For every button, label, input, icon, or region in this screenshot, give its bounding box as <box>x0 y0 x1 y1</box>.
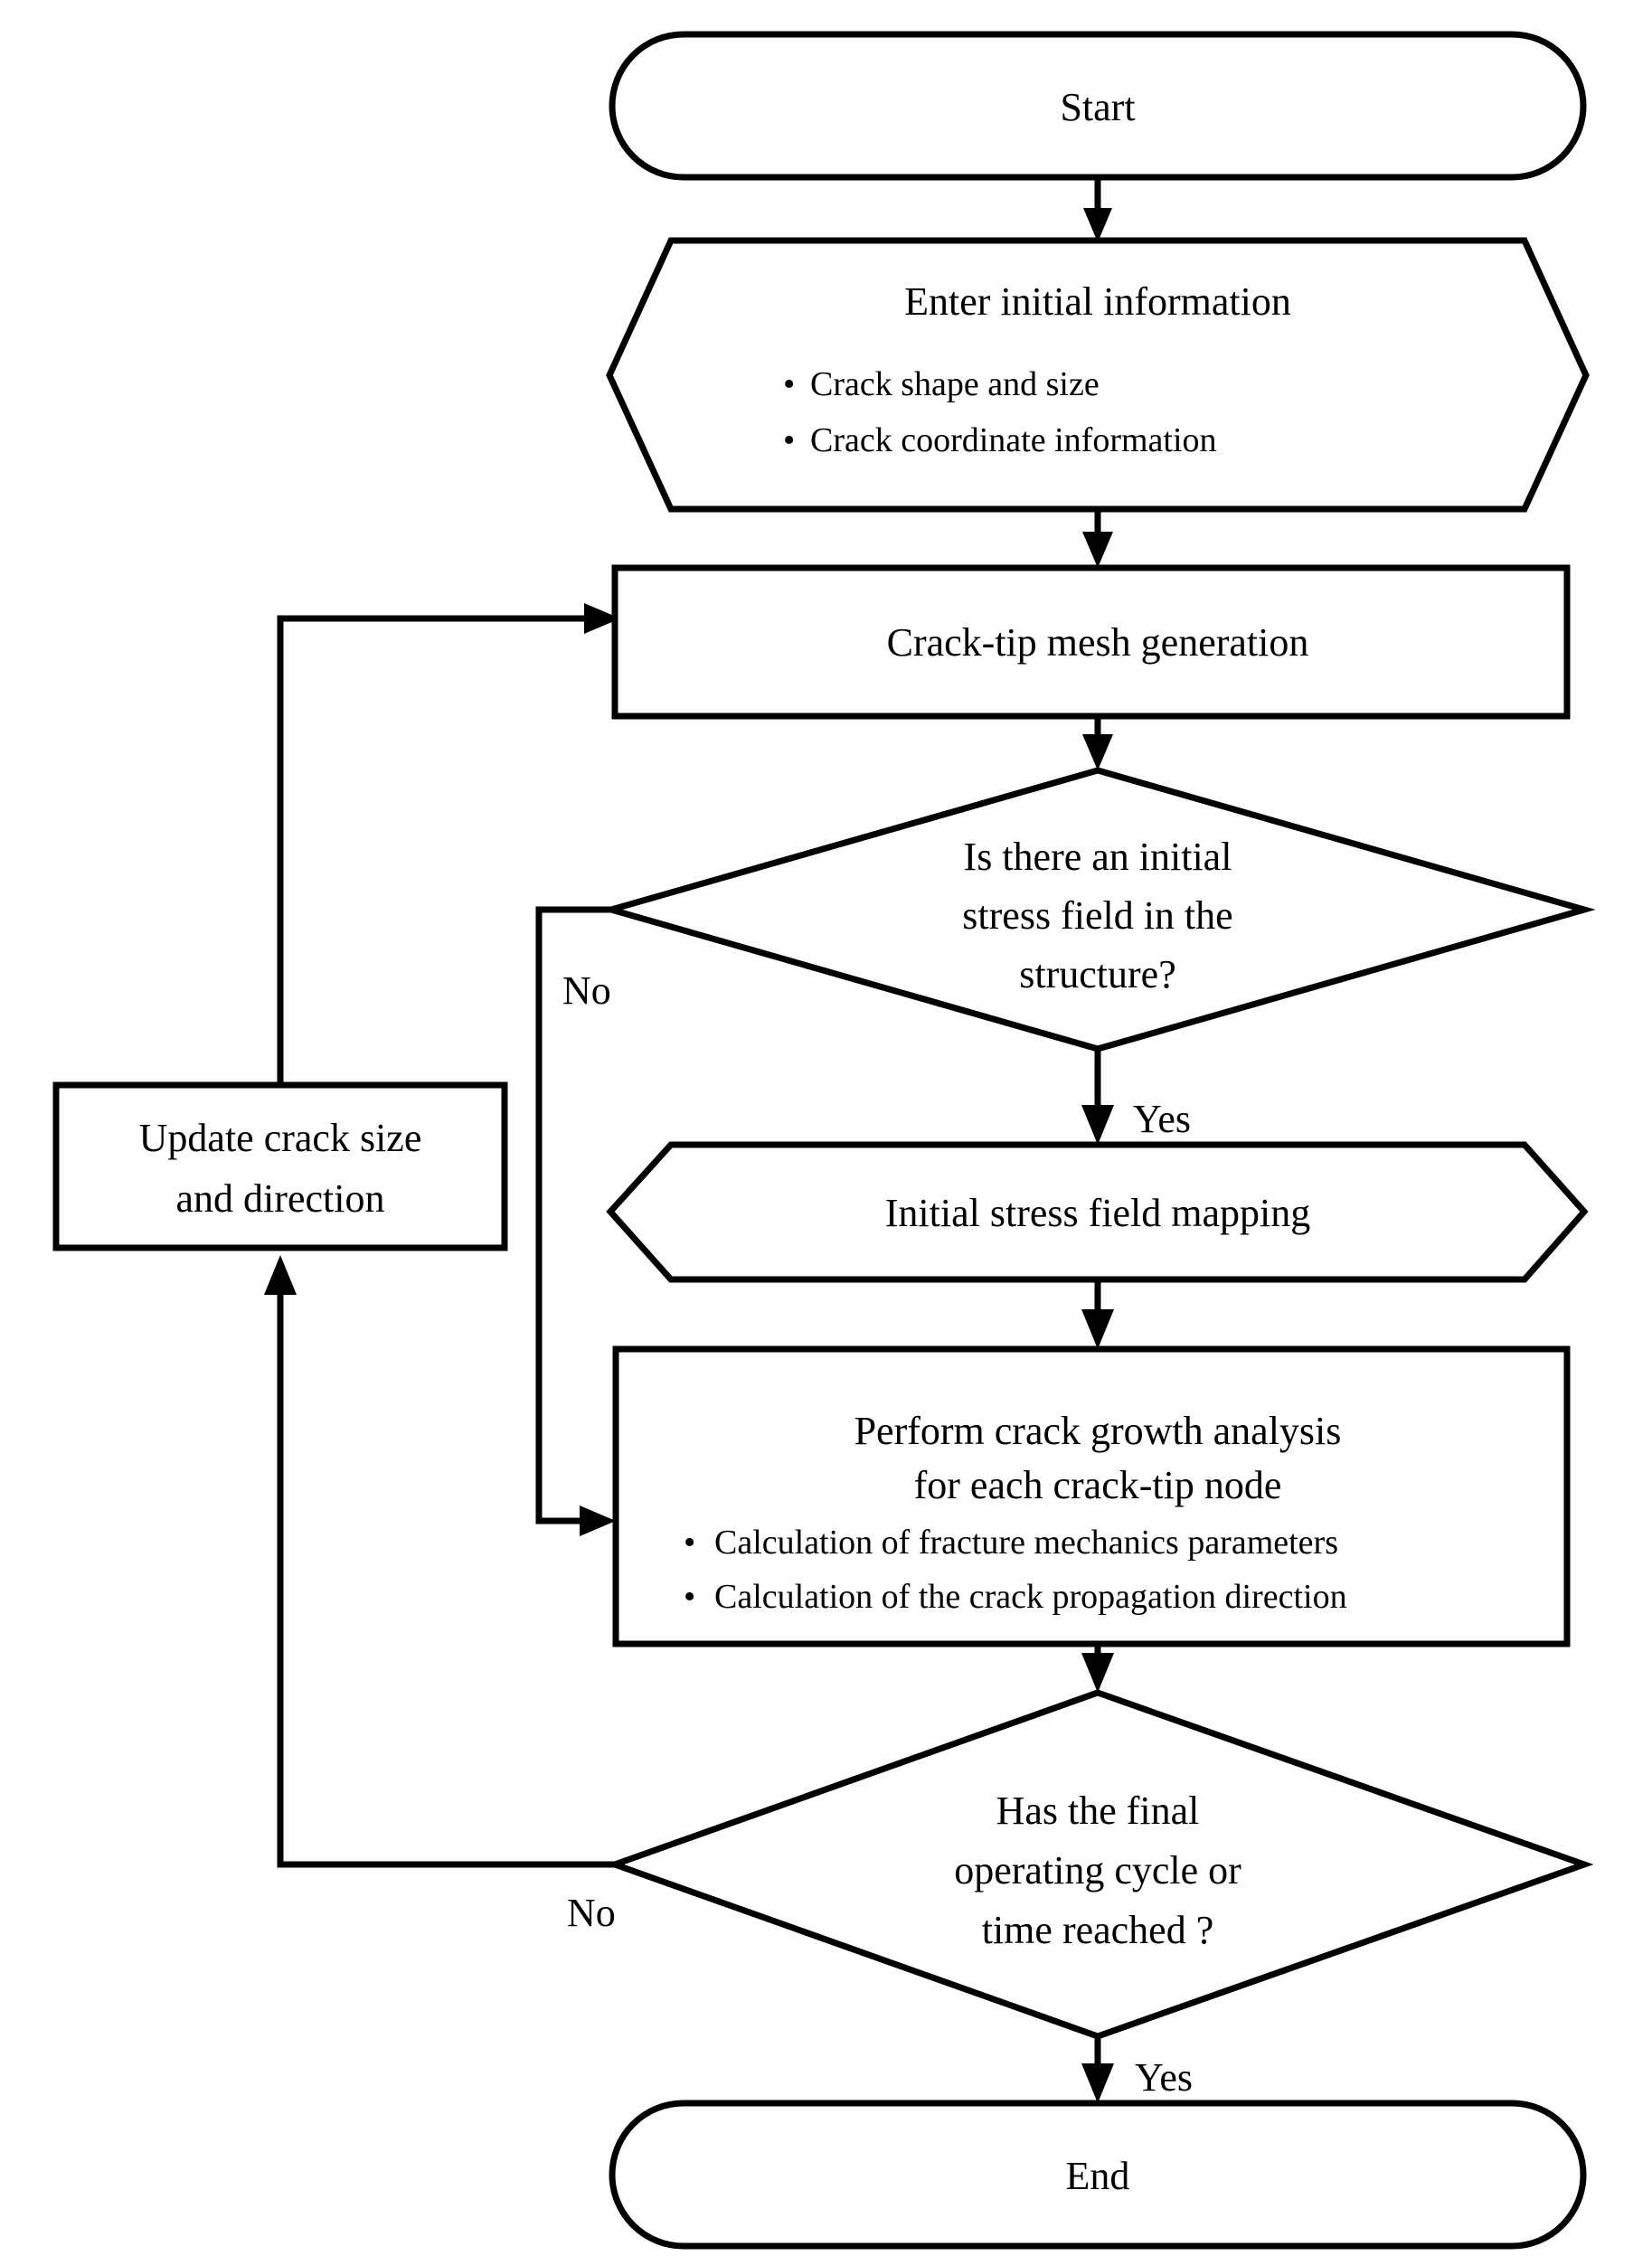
node-update-crack-size[interactable]: Update crack size and direction <box>52 1081 508 1251</box>
decision-stress-line-2: stress field in the <box>962 893 1232 938</box>
update-crack-line-2: and direction <box>176 1176 385 1221</box>
node-end[interactable]: End <box>609 2100 1587 2250</box>
decision-final-line-1: Has the final <box>996 1789 1200 1833</box>
crack-growth-heading-2: for each crack-tip node <box>914 1463 1282 1507</box>
mesh-generation-shape <box>611 564 1571 720</box>
bullet-text: Crack coordinate information <box>810 421 1217 459</box>
decision-stress-shape <box>599 767 1596 1052</box>
start-shape <box>609 31 1587 181</box>
stress-mapping-label: Initial stress field mapping <box>885 1191 1310 1235</box>
decision-final-shape <box>605 1689 1594 2040</box>
connector-mapping-to-crack-growth <box>1081 1279 1114 1349</box>
decision-stress-line-1: Is there an initial <box>964 835 1232 879</box>
bullet-marker: • <box>684 1524 695 1562</box>
connector-decision-stress-no <box>535 906 616 1536</box>
connector-enter-info-to-mesh <box>1082 511 1113 568</box>
node-initial-stress-field-mapping[interactable]: Initial stress field mapping <box>606 1141 1589 1283</box>
mesh-generation-label: Crack-tip mesh generation <box>887 620 1309 665</box>
enter-info-heading: Enter initial information <box>904 279 1291 324</box>
start-label: Start <box>1060 85 1135 129</box>
connector-decision-stress-yes <box>1081 1049 1114 1145</box>
connector-start-to-enter-info <box>1083 177 1112 242</box>
crack-growth-bullet-1: • Calculation of fracture mechanics para… <box>684 1524 1338 1562</box>
edge-label-final-cycle-yes: Yes <box>1135 2055 1193 2100</box>
node-enter-initial-information[interactable]: Enter initial information • Crack shape … <box>606 237 1590 513</box>
connector-update-to-mesh <box>277 603 620 1085</box>
bullet-marker: • <box>684 1578 695 1616</box>
connector-decision-final-no <box>264 1255 615 1868</box>
edge-label-stress-field-no: No <box>562 968 611 1013</box>
bullet-marker: • <box>783 365 795 403</box>
enter-info-bullet-2: • Crack coordinate information <box>783 421 1217 459</box>
decision-final-line-3: time reached ? <box>982 1908 1214 1952</box>
bullet-marker: • <box>783 421 795 459</box>
bullet-text: Calculation of the crack propagation dir… <box>714 1578 1347 1616</box>
bullet-text: Crack shape and size <box>810 365 1100 403</box>
connector-crack-growth-to-decision-final <box>1081 1644 1114 1693</box>
crack-growth-bullet-2: • Calculation of the crack propagation d… <box>684 1578 1347 1616</box>
edge-label-stress-field-yes: Yes <box>1133 1097 1191 1141</box>
node-decision-final-cycle[interactable]: Has the final operating cycle or time re… <box>605 1689 1594 2040</box>
decision-final-line-2: operating cycle or <box>954 1848 1241 1893</box>
stress-mapping-shape <box>606 1141 1589 1283</box>
connector-mesh-to-decision-stress <box>1082 716 1113 770</box>
node-perform-crack-growth-analysis[interactable]: Perform crack growth analysis for each c… <box>612 1345 1571 1647</box>
crack-growth-heading-1: Perform crack growth analysis <box>854 1409 1342 1453</box>
crack-growth-shape <box>612 1345 1571 1647</box>
connector-decision-final-yes <box>1081 2036 1114 2103</box>
enter-info-shape <box>606 237 1590 513</box>
update-crack-line-1: Update crack size <box>139 1116 422 1160</box>
node-start[interactable]: Start <box>609 31 1587 181</box>
end-label: End <box>1066 2154 1130 2198</box>
bullet-text: Calculation of fracture mechanics parame… <box>714 1524 1338 1562</box>
enter-info-bullet-1: • Crack shape and size <box>783 365 1100 403</box>
update-crack-shape <box>52 1081 508 1251</box>
edge-label-final-cycle-no: No <box>567 1891 616 1935</box>
node-crack-tip-mesh-generation[interactable]: Crack-tip mesh generation <box>611 564 1571 720</box>
node-decision-initial-stress-field[interactable]: Is there an initial stress field in the … <box>599 767 1596 1052</box>
decision-stress-line-3: structure? <box>1019 952 1175 996</box>
end-shape <box>609 2100 1587 2250</box>
